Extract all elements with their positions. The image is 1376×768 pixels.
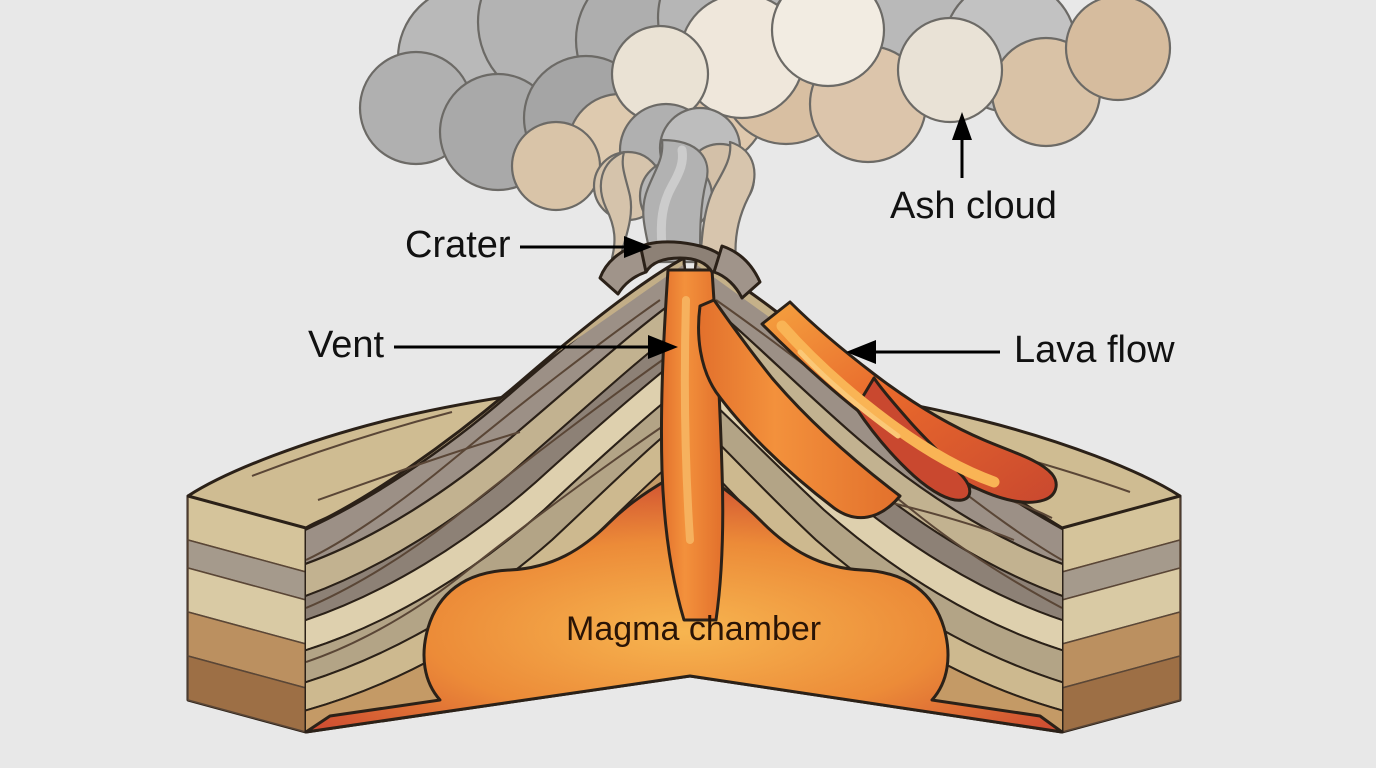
surface-contour-5	[879, 499, 1015, 541]
annotation-leaders	[394, 112, 1000, 364]
vent-arrowhead	[648, 335, 678, 359]
crater-label: Crater	[405, 224, 511, 266]
magma-chamber-label: Magma chamber	[566, 610, 821, 648]
ash-cloud-arrowhead	[952, 112, 972, 140]
smoke-column-tan-left	[599, 150, 633, 260]
contour-line-l2	[306, 355, 669, 609]
crater-rim-left	[598, 242, 648, 296]
vent-branch	[697, 298, 902, 520]
lava-flow-label: Lava flow	[1014, 329, 1175, 371]
contour-line-l3	[306, 419, 673, 663]
lava-flow-highlight-2	[797, 349, 901, 439]
lava-flow-arrowhead	[846, 340, 876, 364]
smoke-column-tan	[698, 140, 756, 264]
crater-rim-right	[712, 244, 762, 300]
ash-cloud-front-puffs	[610, 0, 1004, 124]
contour-line-l1	[306, 299, 661, 561]
vent-label: Vent	[308, 324, 385, 366]
lava-flow	[760, 300, 1058, 504]
ash-cloud-label: Ash cloud	[890, 185, 1057, 227]
surface-contour-2	[251, 411, 453, 477]
crater	[598, 240, 762, 300]
lava-flow-highlight	[776, 320, 1000, 488]
vent	[659, 268, 902, 622]
crater-arrowhead	[624, 236, 652, 258]
surface-contour-1	[317, 431, 521, 501]
vent-highlight	[680, 296, 694, 544]
smoke-highlight	[656, 145, 687, 251]
ash-cloud	[358, 0, 1172, 264]
